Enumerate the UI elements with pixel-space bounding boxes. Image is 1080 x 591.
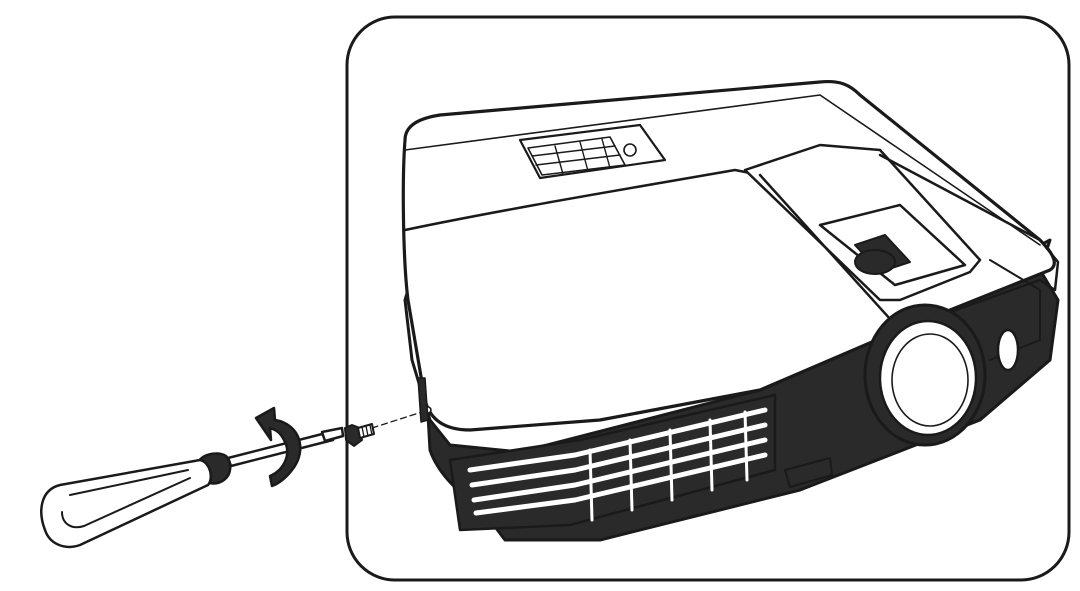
vent-grille — [448, 393, 777, 532]
screwdriver-shaft — [226, 430, 335, 468]
projector-foot — [784, 457, 833, 488]
control-keypad — [518, 123, 667, 180]
handle-groove-mid — [61, 477, 191, 529]
side-latch — [417, 377, 429, 423]
screwdriver-tip — [320, 426, 345, 443]
ir-sensor — [996, 328, 1020, 372]
top-ridge-line — [404, 94, 1041, 246]
screwdriver-handle — [40, 458, 212, 549]
counterclockwise-arrow-icon — [254, 406, 302, 488]
top-edge-line — [403, 168, 762, 232]
screwdriver-icon — [40, 426, 345, 549]
projector — [371, 79, 1060, 542]
projector-lens — [863, 303, 987, 447]
lens-hood-front — [758, 173, 902, 332]
screw-path-guide — [371, 410, 426, 429]
focus-knob — [854, 249, 896, 275]
handle-groove-top — [69, 469, 189, 496]
projector-right-side — [878, 153, 1060, 332]
screw-icon — [344, 423, 375, 447]
power-button-icon — [623, 143, 637, 157]
vent-slats — [467, 407, 768, 516]
vent-dividers — [588, 410, 749, 522]
